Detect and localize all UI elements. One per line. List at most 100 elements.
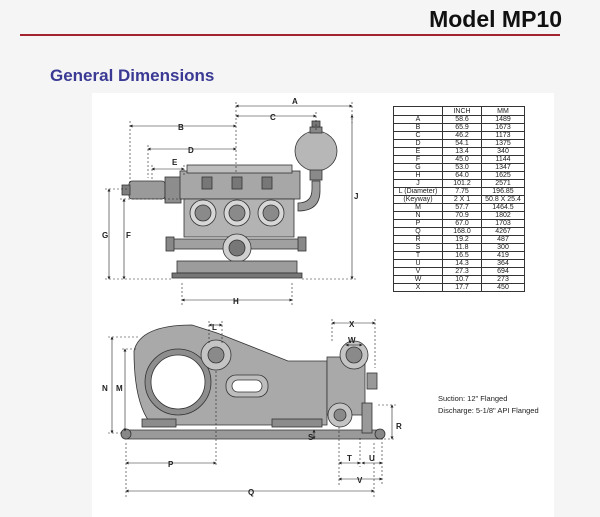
table-cell-dimension: G	[393, 163, 443, 172]
dim-label-a: A	[292, 97, 298, 106]
table-cell-inch: 45.0	[442, 155, 482, 164]
table-cell-inch: 54.1	[442, 139, 482, 148]
table-cell-dimension: B	[393, 123, 443, 132]
table-cell-dimension: M	[393, 203, 443, 212]
table-cell-mm: 1173	[481, 131, 525, 140]
dim-label-x: X	[349, 320, 355, 329]
column-header-mm: MM	[481, 106, 525, 116]
discharge-note: Discharge: 5-1/8" API Flanged	[438, 406, 539, 415]
dim-label-s: S	[308, 433, 314, 442]
table-cell-inch: 27.3	[442, 267, 482, 276]
table-cell-mm: 364	[481, 259, 525, 268]
table-cell-inch: 58.6	[442, 115, 482, 124]
dim-label-h: H	[233, 297, 239, 306]
table-cell-inch: 64.0	[442, 171, 482, 180]
table-cell-mm: 1144	[481, 155, 525, 164]
header-divider	[20, 34, 560, 36]
table-cell-dimension: S	[393, 243, 443, 252]
side-view-dimensions	[108, 319, 396, 497]
table-cell-inch: 101.2	[442, 179, 482, 188]
table-cell-mm: 1703	[481, 219, 525, 228]
table-header-row: INCH MM	[393, 106, 525, 116]
table-cell-mm: 1489	[481, 115, 525, 124]
pump-front-view	[121, 120, 338, 279]
dim-label-m: M	[116, 384, 123, 393]
table-cell-mm: 1375	[481, 139, 525, 148]
pump-dimension-drawing: A B C D E F G H J	[102, 97, 402, 497]
table-cell-mm: 300	[481, 243, 525, 252]
table-cell-inch: 46.2	[442, 131, 482, 140]
dim-label-u: U	[369, 454, 375, 463]
table-cell-dimension: H	[393, 171, 443, 180]
table-cell-inch: 13.4	[442, 147, 482, 156]
table-cell-inch: 53.0	[442, 163, 482, 172]
table-cell-mm: 196.85	[481, 187, 525, 196]
column-header-inch: INCH	[442, 106, 482, 116]
table-cell-inch: 16.5	[442, 251, 482, 260]
table-cell-mm: 1802	[481, 211, 525, 220]
table-cell-inch: 2 X 1	[442, 195, 482, 204]
dim-label-b: B	[178, 123, 184, 132]
table-cell-dimension: V	[393, 267, 443, 276]
table-cell-inch: 7.75	[442, 187, 482, 196]
table-cell-inch: 67.0	[442, 219, 482, 228]
table-cell-inch: 11.8	[442, 243, 482, 252]
table-cell-dimension: U	[393, 259, 443, 268]
table-cell-dimension: W	[393, 275, 443, 284]
page-title: Model MP10	[429, 6, 562, 32]
dim-label-d: D	[188, 146, 194, 155]
table-cell-dimension: C	[393, 131, 443, 140]
table-cell-dimension: D	[393, 139, 443, 148]
table-cell-mm: 1673	[481, 123, 525, 132]
table-cell-mm: 487	[481, 235, 525, 244]
table-cell-dimension: F	[393, 155, 443, 164]
table-cell-dimension: N	[393, 211, 443, 220]
table-cell-mm: 1347	[481, 163, 525, 172]
dim-label-w: W	[348, 336, 356, 345]
pump-side-view	[120, 324, 386, 440]
table-cell-inch: 65.9	[442, 123, 482, 132]
table-cell-inch: 70.9	[442, 211, 482, 220]
column-header-dimension	[393, 106, 443, 116]
dim-label-c: C	[270, 113, 276, 122]
dim-label-r: R	[396, 422, 402, 431]
table-cell-dimension: P	[393, 219, 443, 228]
table-cell-mm: 340	[481, 147, 525, 156]
table-cell-inch: 168.0	[442, 227, 482, 236]
suction-note: Suction: 12" Flanged	[438, 394, 508, 403]
table-cell-inch: 10.7	[442, 275, 482, 284]
table-cell-mm: 694	[481, 267, 525, 276]
table-cell-inch: 14.3	[442, 259, 482, 268]
table-cell-dimension: (Keyway)	[393, 195, 443, 204]
table-cell-mm: 50.8 X 25.4	[481, 195, 525, 204]
section-title: General Dimensions	[50, 66, 215, 85]
dim-label-v: V	[357, 476, 363, 485]
dim-label-p: P	[168, 460, 174, 469]
top-view-dimensions	[105, 102, 358, 305]
table-cell-dimension: A	[393, 115, 443, 124]
dim-label-t: T	[347, 454, 352, 463]
table-cell-inch: 57.7	[442, 203, 482, 212]
table-cell-mm: 1464.5	[481, 203, 525, 212]
table-cell-mm: 419	[481, 251, 525, 260]
table-cell-mm: 4267	[481, 227, 525, 236]
dim-label-q: Q	[248, 488, 254, 497]
